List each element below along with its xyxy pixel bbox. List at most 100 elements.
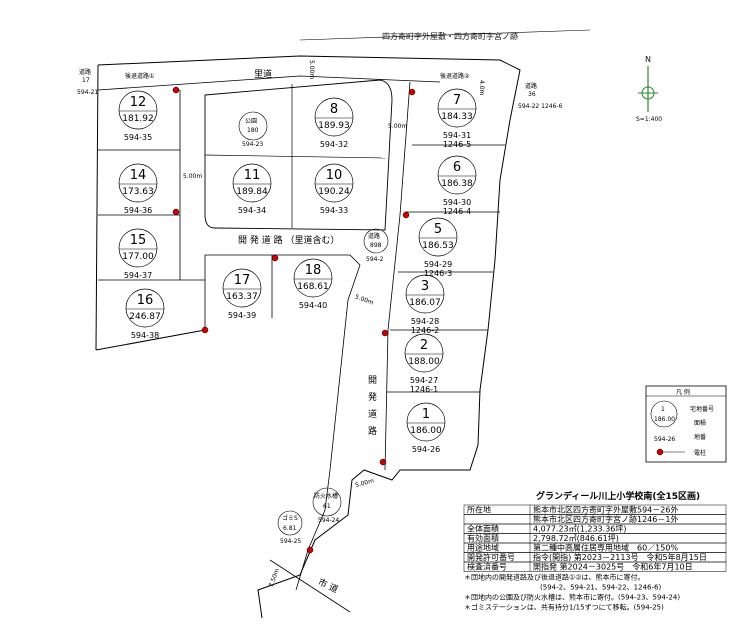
info-value: 熊本市北区四方寄町字外屋敷594－26外 [533,505,678,515]
pole-icon [172,208,180,216]
info-key: 用途地域 [467,543,499,553]
kaihatsu-v-1: 開 [368,375,377,386]
south-road-edge [295,469,331,591]
kaihatsu-v-2: 発 [368,391,377,403]
pole-icon [271,254,279,262]
road898-chiban: 594-2 [366,256,384,263]
lot-circle [118,163,158,203]
info-key: 所在地 [467,505,491,515]
lot-number: 16 [137,293,154,308]
lot-area: 173.63 [122,187,154,197]
site-boundary [97,55,521,619]
lot-area: 184.33 [441,112,473,122]
info-key: 開発許可番号 [467,552,515,562]
legend-chiban: 594-26 [654,436,675,443]
lot-area: 189.93 [318,121,350,131]
legend-l4: 電柱 [694,449,706,457]
pole-icon [201,326,209,334]
info-value: 開指発 第2024－3025号 令和6年7月10日 [533,562,693,572]
legend-num: 1 [661,406,665,413]
lot-circle [437,88,477,128]
garbage-area: 6.81 [283,525,297,532]
central-mid-line [204,154,386,159]
firetank-chiban: 594-24 [318,517,339,524]
road17-title: 道路 [79,68,91,76]
firetank-title: 防火水槽 [314,492,338,500]
lot-area: 188.00 [408,357,440,367]
lot-chiban-2: 1246-5 [443,140,471,149]
kotai1-label: 後退道路① [125,72,154,80]
pole-icon [306,546,314,554]
road898-area: 898 [370,242,382,249]
road36-chiban: 594-22 1246-6 [518,103,563,110]
lot-chiban: 594-33 [320,206,348,215]
road-17: 道路 17 594-21 [77,68,98,96]
garbage-title: ゴミS [282,514,298,522]
w500-a-label: 5.00m [183,173,202,180]
info-note: (594-2、594-21、594-22、1246-6) [540,584,661,592]
kaihatsu-v-4: 路 [368,425,377,437]
lot-area: 186.53 [422,241,454,251]
shido-edge [269,559,351,613]
lots-layer: 12181.92594-3514173.63594-3615177.00594-… [118,88,477,454]
south-west-boundary [95,329,206,351]
lot-chiban: 594-35 [124,133,152,142]
lot-chiban-2: 1246-4 [443,207,471,216]
legend: 凡 例 1 186.00 594-26 宅地番号 面積 地番 電柱 [645,385,727,463]
park-circle [238,111,268,141]
lot-chiban: 594-32 [320,140,348,149]
lot-area: 163.37 [226,292,258,302]
lot-chiban: 594-30 [443,198,471,207]
pole-icon [379,458,387,466]
garbage-station: ゴミS 6.81 594-25 [277,510,303,545]
park-area: 180 [247,127,259,134]
lot-area: 177.00 [122,252,154,262]
lot-area: 181.92 [122,114,154,124]
lot-circle [293,258,333,298]
central-block [204,79,393,231]
lot-number: 7 [453,93,461,108]
lot-number: 3 [421,279,429,294]
w40-label: 4.0m [478,80,485,96]
kaihatsu-v-3: 道 [368,408,377,420]
info-value: 熊本市北区四方寄町字宮ノ跡1246－1外 [533,514,678,524]
info-key: 検査済番号 [467,562,507,572]
lot-area: 186.07 [409,298,441,308]
info-key: 有効面積 [467,533,499,543]
pole-icon [172,86,180,94]
road17-area: 17 [82,77,90,84]
lot-circle [437,155,477,195]
lot-chiban: 594-38 [131,331,159,340]
lot-chiban: 594-26 [412,445,440,454]
info-key: 全体面積 [467,524,499,534]
lot-number: 10 [326,168,343,183]
lot-number: 11 [244,168,261,183]
pole-icon [408,88,416,96]
lot-chiban-2: 1246-2 [411,326,439,335]
fire-tank: 防火水槽 61 594-24 [312,487,342,524]
satomichi-label: 里道 [254,68,272,80]
lot-number: 6 [453,160,461,175]
road898-circle [363,228,389,254]
info-note: ＊ゴミステーションは、共有持分1/15ずつにて移転。(594-25) [464,603,664,612]
top-width-label: 5.00m [308,60,315,79]
east-road-edge [384,81,411,471]
lot-chiban: 594-36 [124,206,152,215]
top-road-label: 四方寄町字外屋敷・四方寄町字宮ノ跡 [382,31,518,41]
info-value: 第二種中高層住居専用地域 60／150% [533,543,678,553]
lot-chiban: 594-34 [238,206,266,215]
lot-chiban: 594-31 [443,131,471,140]
lot-number: 18 [305,263,322,278]
park: 公園 180 594-23 [238,111,268,148]
lot-area: 186.38 [441,179,473,189]
road-36: 道路 36 594-22 1246-6 [518,82,563,110]
